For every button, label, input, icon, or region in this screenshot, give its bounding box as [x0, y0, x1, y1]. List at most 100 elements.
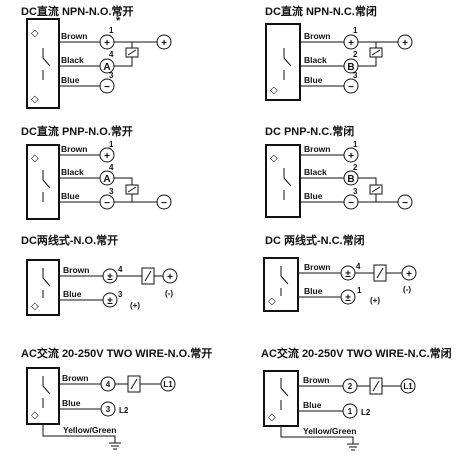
line-label: L2 — [119, 406, 129, 415]
load-slash — [144, 270, 152, 282]
polarity-label: (+) — [370, 296, 380, 305]
panel-title: DC两线式-N.O.常开 — [21, 233, 118, 247]
supply-mark: − — [402, 198, 408, 209]
supply-terminal — [156, 194, 172, 210]
pin-number: 2 — [353, 163, 358, 172]
terminal-circle — [99, 78, 115, 94]
pin-number: 3 — [109, 71, 114, 80]
ground-label: Yellow/Green — [303, 426, 356, 436]
wire-label: Black — [61, 167, 84, 177]
terminal-mark: 3 — [106, 405, 111, 414]
sensor-body — [265, 144, 301, 218]
load-slash — [130, 378, 138, 390]
wire-label: Brown — [304, 262, 330, 272]
panel-title: AC交流 20-250V TWO WIRE-N.O.常开 — [21, 346, 212, 360]
sensor-diamond-icon: ◇ — [31, 153, 39, 164]
sensor-diamond-icon: ◇ — [31, 410, 39, 421]
sensor-diamond-icon: ◇ — [270, 85, 278, 96]
supply-mark: + — [402, 38, 408, 49]
load-wire — [114, 177, 133, 202]
wire-label: Blue — [304, 75, 323, 85]
load-relay-icon — [369, 184, 383, 195]
sensor-diamond-icon: ◇ — [31, 28, 39, 39]
panel-pnp-nc: DC PNP-N.C.常闭 ◇ Brown Black Blue + B − 1… — [265, 124, 413, 218]
wire-label: Brown — [61, 144, 87, 154]
switch-contact-icon — [42, 170, 51, 202]
load-slash — [372, 380, 380, 392]
wire-label: Blue — [61, 75, 80, 85]
sensor-diamond-icon: ◇ — [31, 94, 39, 105]
sensor-diamond-icon: ◇ — [268, 412, 276, 423]
wire-label: Blue — [63, 289, 82, 299]
load-wire — [114, 42, 133, 67]
terminal-mark: 4 — [106, 380, 111, 389]
pin-number: 4 — [109, 163, 114, 172]
pin-number: 3 — [353, 187, 358, 196]
switch-contact-icon — [283, 48, 292, 80]
load-relay-slash — [127, 186, 137, 193]
sensor-diamond-icon: ◇ — [268, 296, 276, 307]
ground-icon — [42, 424, 121, 450]
sensor-body — [26, 144, 60, 220]
ground-icon — [280, 426, 359, 451]
terminal-mark: A — [103, 62, 110, 73]
supply-polarity: (-) — [165, 289, 173, 298]
terminal-mark: B — [347, 174, 354, 185]
panel-npn-no: DC直流 NPN-N.O.常开 * ◇ ◇ Brown Black Blue +… — [21, 4, 172, 109]
pin-number: 3 — [353, 71, 358, 80]
pin-number: 1 — [109, 26, 114, 35]
sensor-body — [26, 259, 60, 316]
pin-number: 3 — [109, 187, 114, 196]
load-wire — [358, 42, 377, 67]
wire-label: Blue — [304, 286, 323, 296]
wire-label: Brown — [304, 144, 330, 154]
load-relay-icon — [125, 47, 139, 58]
terminal-circle — [99, 147, 115, 163]
panel-dc2-nc: DC 两线式-N.C.常闭 ◇ Brown Blue ± ± 4 1 + (-)… — [263, 233, 417, 312]
terminal-mark: + — [104, 151, 110, 162]
wire-label: Black — [61, 55, 84, 65]
polarity-label: (+) — [130, 301, 140, 310]
supply-terminal — [397, 34, 413, 50]
ground-label: Yellow/Green — [63, 425, 116, 435]
terminal-circle — [342, 403, 358, 419]
terminal-mark: + — [104, 38, 110, 49]
panel-npn-nc: DC直流 NPN-N.C.常闭 ◇ Brown Black Blue + B −… — [265, 4, 413, 101]
sensor-diamond-icon: ◇ — [270, 153, 278, 164]
load-relay-slash — [371, 49, 381, 56]
wire-label: Brown — [303, 375, 329, 385]
load-slash — [376, 267, 384, 279]
terminal-circle — [340, 289, 356, 305]
wire-label: Brown — [63, 265, 89, 275]
terminal-mark: + — [348, 151, 354, 162]
pin-number: 1 — [357, 286, 362, 295]
supply-polarity: (-) — [403, 285, 411, 294]
supply-terminal — [156, 34, 172, 50]
wire-label: Brown — [61, 31, 87, 41]
panel-title: DC直流 NPN-N.O.常开 — [21, 4, 133, 18]
switch-contact-icon — [280, 378, 289, 410]
panel-title: DC 两线式-N.C.常闭 — [265, 233, 365, 247]
switch-contact-icon — [42, 268, 51, 298]
terminal-circle — [343, 147, 359, 163]
supply-terminal — [400, 378, 416, 394]
wire-label: Black — [304, 167, 327, 177]
panel-pnp-no: DC直流 PNP-N.O.常开 ◇ Brown Black Blue + A −… — [21, 124, 172, 220]
supply-mark: L1 — [403, 382, 413, 391]
wire-label: Blue — [303, 400, 322, 410]
load-relay-icon — [369, 47, 383, 58]
terminal-mark: − — [104, 198, 110, 209]
panel-dc2-no: DC两线式-N.O.常开 ◇ Brown Blue ± ± 4 3 + (-) … — [21, 233, 178, 316]
pin-number: 1 — [353, 140, 358, 149]
pin-number: 3 — [118, 290, 123, 299]
terminal-mark: ± — [345, 269, 351, 280]
switch-contact-icon — [42, 376, 51, 408]
sensor-body — [26, 18, 60, 109]
supply-mark: + — [161, 38, 167, 49]
panel-title: DC直流 NPN-N.C.常闭 — [265, 4, 377, 18]
terminal-mark: A — [103, 174, 110, 185]
panel-title: DC直流 PNP-N.O.常开 — [21, 124, 133, 138]
terminal-mark: − — [348, 82, 354, 93]
load-wire — [358, 177, 377, 202]
